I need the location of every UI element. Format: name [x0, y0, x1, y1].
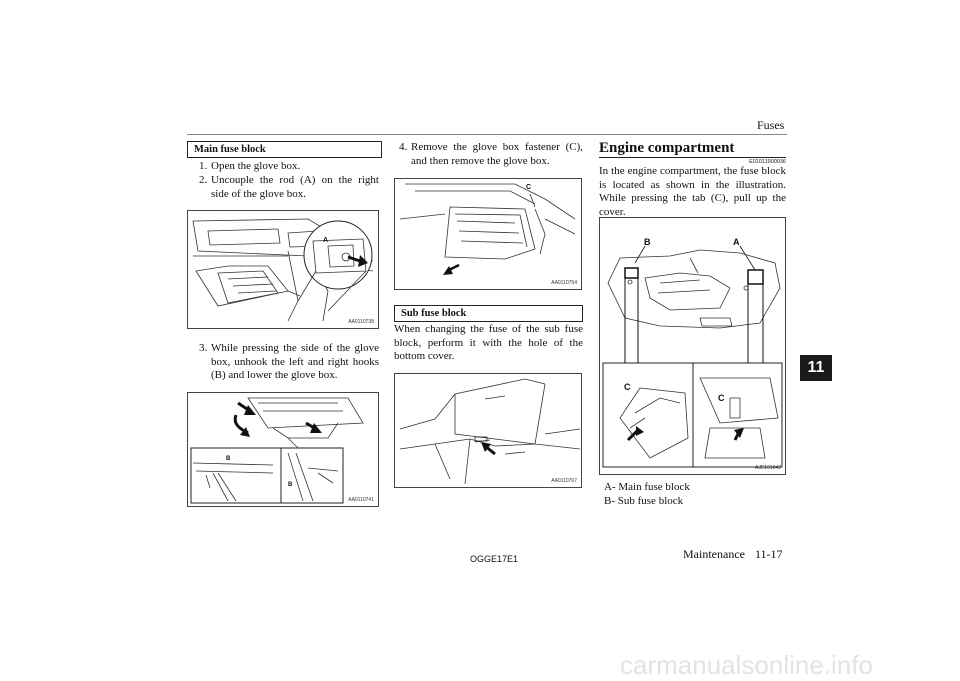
figure3-code: AA0110754	[551, 280, 577, 286]
page-header-title: Fuses	[757, 118, 785, 132]
figure4-code: AA0110767	[551, 478, 577, 484]
glovebox-rod-illustration: A	[192, 218, 374, 322]
heading-rule	[599, 157, 786, 158]
step-number: 4.	[399, 141, 408, 153]
step-text: Remove the glove box fastener (C), and t…	[411, 141, 583, 167]
figure1-label-a: A	[323, 237, 328, 244]
footer-doc-code: OGGE17E1	[470, 554, 519, 564]
sub-fuse-cover-illustration	[399, 378, 581, 485]
figure5-code: AJE101042	[755, 465, 781, 471]
footer-page-number: 11-17	[755, 547, 783, 561]
step-text: Open the glove box.	[211, 160, 301, 172]
legend-key: A-	[604, 481, 616, 493]
glovebox-hooks-illustration: B B	[190, 397, 364, 504]
figure1-code: AA0110738	[348, 319, 374, 325]
figure-engine-fuse-blocks: B A C C AJE101042	[599, 217, 786, 475]
figure2-code: AA0110741	[348, 497, 374, 503]
figure-glovebox-fastener: C AA0110754	[394, 178, 582, 290]
figure-glovebox-rod: A AA0110738	[187, 210, 379, 329]
step-number: 1.	[199, 160, 208, 172]
watermark-text: carmanualsonline.info	[620, 650, 873, 680]
engine-compartment-heading: Engine compartment	[599, 140, 735, 156]
header-rule	[187, 134, 787, 135]
sub-fuse-block-heading: Sub fuse block	[394, 305, 583, 322]
footer-section: Maintenance	[683, 547, 745, 561]
figure5-label-a: A	[733, 237, 740, 247]
main-fuse-block-heading: Main fuse block	[187, 141, 382, 158]
figure5-label-b: B	[644, 237, 651, 247]
legend-value: Main fuse block	[618, 481, 690, 493]
figure2-label-b-left: B	[226, 456, 231, 462]
figure-sub-fuse-cover: AA0110767	[394, 373, 582, 488]
legend-key: B-	[604, 494, 615, 507]
legend-item-a: A- Main fuse block	[604, 481, 690, 495]
engine-fuse-blocks-illustration: B A C C	[602, 237, 783, 468]
figure5-label-c-left: C	[624, 382, 631, 392]
section-tab[interactable]: 11	[800, 355, 832, 381]
figure5-label-c-right: C	[718, 393, 725, 403]
step-number: 2.	[199, 174, 208, 186]
figure-legend: A- Main fuse block B- Sub fuse block	[604, 481, 690, 508]
step-text: While pressing the side of the glove box…	[211, 342, 379, 381]
step-text: Uncouple the rod (A) on the right side o…	[211, 174, 379, 200]
legend-value: Sub fuse block	[617, 494, 684, 507]
figure2-label-b-right: B	[288, 482, 293, 488]
glovebox-fastener-illustration: C	[399, 183, 576, 275]
sub-fuse-text: When changing the fuse of the sub fuse b…	[394, 323, 583, 362]
engine-compartment-text: In the engine compartment, the fuse bloc…	[599, 165, 786, 218]
section-code: E01011900036	[749, 159, 786, 165]
step-number: 3.	[199, 342, 208, 354]
legend-item-b: B- Sub fuse block	[604, 495, 690, 509]
figure3-label-c: C	[526, 184, 531, 191]
figure-glovebox-hooks: B B AA0110741	[187, 392, 379, 507]
